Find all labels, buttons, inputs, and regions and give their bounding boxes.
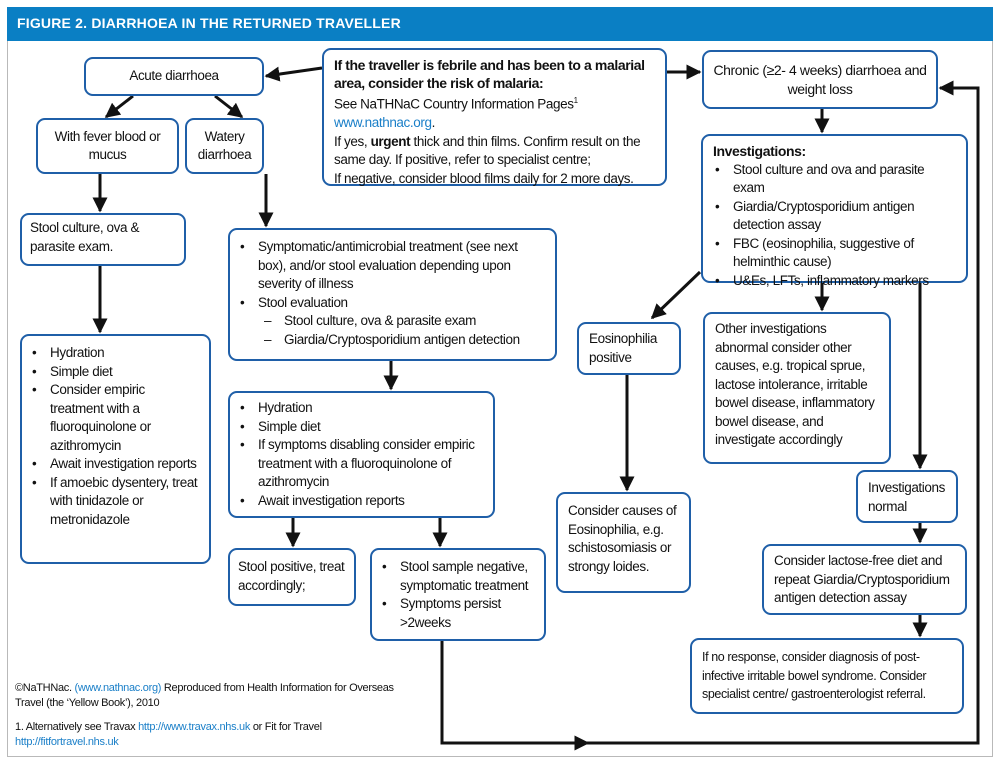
list-item: FBC (eosinophilia, suggestive of helmint…	[713, 235, 956, 272]
investigations-normal-box: Investigations normal	[856, 470, 958, 523]
stool-culture-box: Stool culture, ova & parasite exam.	[20, 213, 186, 266]
loop-arrow	[440, 80, 980, 745]
footer: ©NaTHNac. (www.nathnac.org) Reproduced f…	[15, 681, 395, 750]
text: If negative, consider blood films daily …	[334, 170, 634, 186]
other-investigations-box: Other investigations abnormal consider o…	[703, 312, 891, 464]
footnote-text: 1. Alternatively see Travax	[15, 721, 136, 733]
text: .	[431, 115, 436, 130]
label: With fever blood or mucus	[54, 128, 161, 163]
investigations-box: Investigations: Stool culture and ova an…	[701, 134, 968, 290]
list-item: Simple diet	[238, 418, 485, 437]
label: Other investigations abnormal consider o…	[715, 321, 875, 447]
chronic-diarrhoea-box: Chronic (≥2- 4 weeks) diarrhoea and weig…	[702, 50, 938, 109]
list-item: Await investigation reports	[238, 492, 485, 511]
arrow	[104, 94, 134, 119]
list-item: Stool sample negative, symptomatic treat…	[380, 558, 536, 595]
label: If no response, consider diagnosis of po…	[702, 650, 927, 701]
list-item: Stool culture and ova and parasite exam	[713, 161, 956, 198]
lactose-free-box: Consider lactose-free diet and repeat Gi…	[762, 544, 967, 615]
footnote-text: or Fit for Travel	[252, 721, 322, 733]
label: Investigations normal	[868, 480, 945, 514]
fitfortravel-link[interactable]: http://fitfortravel.nhs.uk	[15, 736, 119, 748]
urgent-text: urgent	[370, 133, 411, 149]
footnote-ref: 1	[573, 96, 578, 105]
figure-title: FIGURE 2. DIARRHOEA IN THE RETURNED TRAV…	[7, 7, 993, 41]
investigations-heading: Investigations:	[713, 143, 806, 159]
stool-negative-box: Stool sample negative, symptomatic treat…	[370, 548, 546, 641]
label: Consider causes of Eosinophilia, e.g. sc…	[568, 503, 677, 574]
list-item: Await investigation reports	[30, 455, 201, 474]
nathnac-link[interactable]: www.nathnac.org	[334, 115, 432, 130]
hydration-left-box: HydrationSimple dietConsider empiric tre…	[20, 334, 211, 564]
label: Eosinophilia positive	[589, 331, 657, 365]
list-item: Giardia/Cryptosporidium antigen detectio…	[713, 198, 956, 235]
text: thick and thin films. Confirm result on …	[334, 133, 641, 168]
fever-blood-mucus-box: With fever blood or mucus	[36, 118, 179, 174]
label: Acute diarrhoea	[129, 68, 219, 84]
arrow	[264, 66, 323, 82]
copyright: ©NaTHNac.	[15, 682, 72, 694]
text: If yes,	[334, 133, 368, 149]
eosinophilia-box: Eosinophilia positive	[577, 322, 681, 375]
no-response-box: If no response, consider diagnosis of po…	[690, 638, 964, 714]
watery-diarrhoea-box: Watery diarrhoea	[185, 118, 264, 174]
list-item: Stool evaluation	[238, 294, 547, 313]
list-item: Hydration	[30, 344, 201, 363]
list-item: If symptoms disabling consider empiric t…	[238, 436, 485, 492]
label: Watery diarrhoea	[197, 128, 252, 163]
list-item: Giardia/Cryptosporidium antigen detectio…	[238, 331, 547, 350]
malaria-heading: If the traveller is febrile and has been…	[334, 57, 645, 91]
list-item: Consider empiric treatment with a fluoro…	[30, 381, 201, 455]
text: See NaTHNaC Country Information Pages	[334, 96, 574, 112]
list-item: Symptoms persist >2weeks	[380, 595, 536, 632]
nathnac-link[interactable]: (www.nathnac.org)	[74, 682, 162, 694]
label: Consider lactose-free diet and repeat Gi…	[774, 553, 950, 605]
label: Chronic (≥2- 4 weeks) diarrhoea and weig…	[713, 62, 927, 97]
malaria-box: If the traveller is febrile and has been…	[322, 48, 667, 186]
arrow	[214, 94, 244, 119]
list-item: Symptomatic/antimicrobial treatment (see…	[238, 238, 547, 294]
arrow	[650, 270, 702, 320]
list-item: U&Es, LFTs, inflammatory markers	[713, 272, 956, 291]
list-item: Hydration	[238, 399, 485, 418]
list-item: If amoebic dysentery, treat with tinidaz…	[30, 474, 201, 530]
travax-link[interactable]: http://www.travax.nhs.uk	[138, 721, 251, 733]
acute-diarrhoea-box: Acute diarrhoea	[84, 57, 264, 96]
hydration-mid-box: HydrationSimple dietIf symptoms disablin…	[228, 391, 495, 518]
label: Stool culture, ova & parasite exam.	[30, 220, 140, 254]
label: Stool positive, treat accordingly;	[238, 559, 345, 593]
list-item: Stool culture, ova & parasite exam	[238, 312, 547, 331]
source-text: Reproduced from Health Information for O…	[15, 682, 394, 709]
symptomatic-box: Symptomatic/antimicrobial treatment (see…	[228, 228, 557, 361]
eosinophilia-causes-box: Consider causes of Eosinophilia, e.g. sc…	[556, 492, 691, 593]
stool-positive-box: Stool positive, treat accordingly;	[228, 548, 356, 606]
list-item: Simple diet	[30, 363, 201, 382]
